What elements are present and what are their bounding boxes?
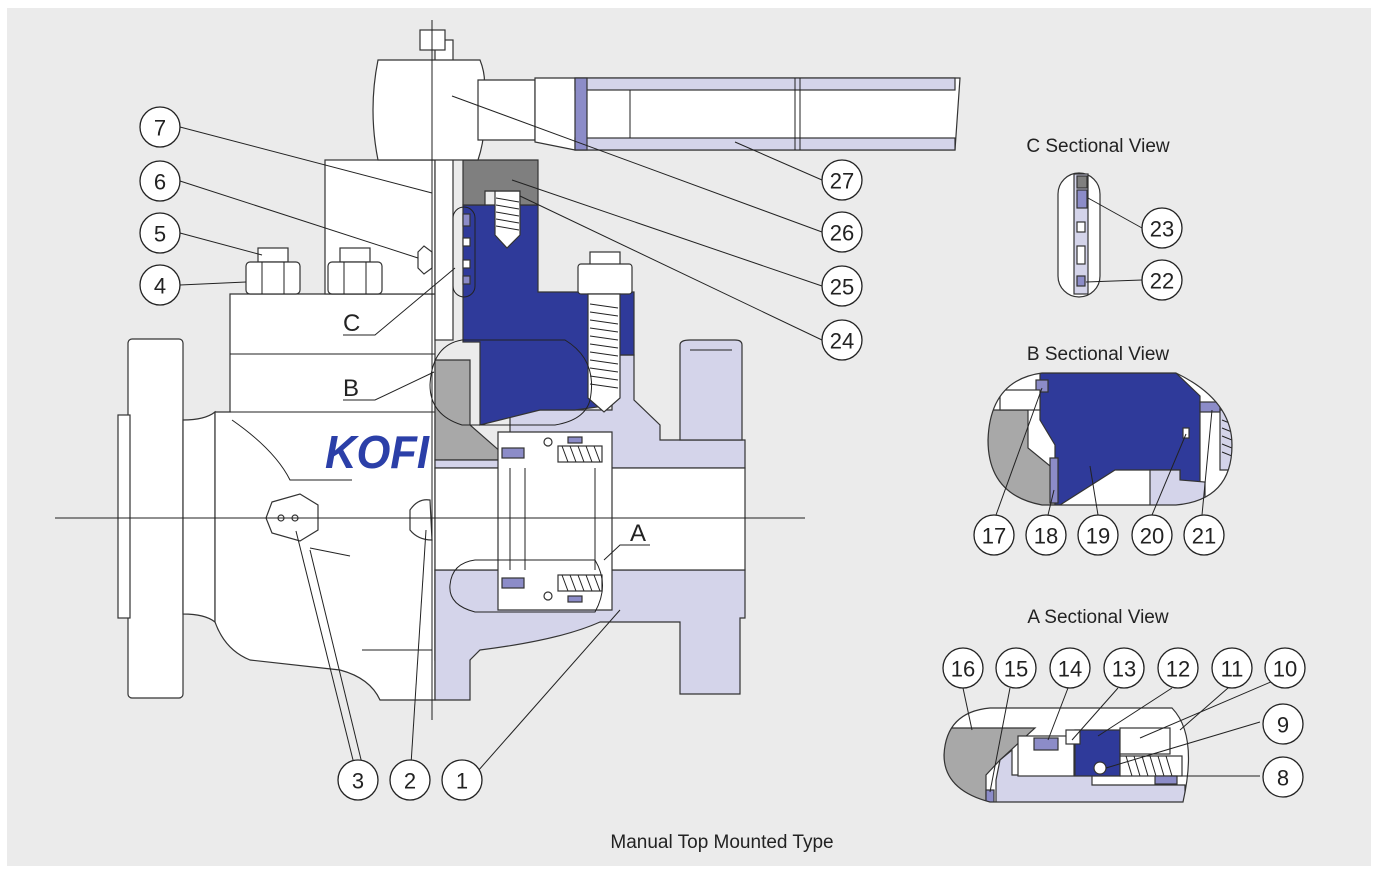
svg-text:18: 18	[1034, 524, 1058, 549]
callout-25: 25	[821, 265, 863, 307]
figure-caption: Manual Top Mounted Type	[610, 832, 833, 853]
callout-10: 10	[1264, 647, 1306, 689]
svg-text:7: 7	[154, 116, 166, 141]
svg-text:6: 6	[154, 170, 166, 195]
callout-27: 27	[821, 159, 863, 201]
callout-21: 21	[1183, 514, 1225, 556]
detail-label-c: C	[343, 310, 360, 337]
svg-text:19: 19	[1086, 524, 1110, 549]
detail-a-outline	[449, 559, 603, 613]
svg-text:5: 5	[154, 222, 166, 247]
callout-2: 2	[389, 759, 431, 801]
brand-logo: KOFI	[325, 426, 430, 478]
svg-text:16: 16	[951, 657, 975, 682]
wrench-neck	[477, 79, 536, 141]
b-sectional-view	[987, 372, 1233, 516]
wrench-head	[372, 59, 486, 161]
callout-14: 14	[1049, 647, 1091, 689]
callout-11: 11	[1211, 647, 1253, 689]
callout-5: 5	[139, 212, 181, 254]
svg-text:9: 9	[1277, 713, 1289, 738]
bonnet-bolt-mid	[327, 247, 383, 295]
b-sectional-title: B Sectional View	[1027, 344, 1170, 365]
svg-text:12: 12	[1166, 657, 1190, 682]
svg-text:15: 15	[1004, 657, 1028, 682]
callout-19: 19	[1077, 514, 1119, 556]
svg-text:21: 21	[1192, 524, 1216, 549]
detail-label-b: B	[343, 375, 359, 402]
flange-face	[117, 414, 131, 619]
svg-text:14: 14	[1058, 657, 1082, 682]
svg-text:23: 23	[1150, 217, 1174, 242]
svg-text:26: 26	[830, 221, 854, 246]
flange-neck	[182, 410, 216, 624]
c-sectional-title: C Sectional View	[1026, 136, 1170, 157]
callout-1: 1	[441, 759, 483, 801]
callout-22: 22	[1141, 259, 1183, 301]
callout-8: 8	[1262, 756, 1304, 798]
callout-9: 9	[1262, 703, 1304, 745]
a-sectional-view	[943, 677, 1281, 803]
ball	[497, 431, 613, 611]
grease-nipple	[417, 245, 433, 275]
svg-text:1: 1	[456, 769, 468, 794]
callout-4: 4	[139, 264, 181, 306]
svg-text:11: 11	[1221, 657, 1244, 682]
callout-13: 13	[1103, 647, 1145, 689]
svg-text:4: 4	[154, 274, 166, 299]
callout-16: 16	[942, 647, 984, 689]
svg-text:8: 8	[1277, 766, 1289, 791]
callout-7: 7	[139, 106, 181, 148]
handle-band-bottom	[574, 137, 956, 151]
gland-bolt-stud	[577, 251, 633, 413]
callout-26: 26	[821, 211, 863, 253]
valve-body-left	[214, 293, 436, 701]
stem-collar	[462, 159, 539, 206]
svg-text:13: 13	[1112, 657, 1136, 682]
svg-text:20: 20	[1140, 524, 1164, 549]
handle-band-top	[574, 77, 956, 91]
callout-6: 6	[139, 160, 181, 202]
stem-seal-upper	[462, 213, 471, 227]
detail-b-outline	[429, 339, 593, 426]
svg-text:27: 27	[830, 169, 854, 194]
body-section-grey	[434, 359, 512, 461]
callout-24: 24	[821, 319, 863, 361]
svg-text:25: 25	[830, 275, 854, 300]
detail-c-outline	[452, 206, 476, 298]
stem-seal-lower	[462, 275, 471, 285]
callout-15: 15	[995, 647, 1037, 689]
callout-20: 20	[1131, 514, 1173, 556]
svg-text:3: 3	[352, 769, 364, 794]
callout-17: 17	[973, 514, 1015, 556]
bonnet-bolt-left	[245, 247, 301, 295]
svg-text:24: 24	[830, 329, 854, 354]
callout-18: 18	[1025, 514, 1067, 556]
a-sectional-title: A Sectional View	[1027, 607, 1168, 628]
callout-3: 3	[337, 759, 379, 801]
end-connection-right	[679, 339, 743, 441]
callout-12: 12	[1157, 647, 1199, 689]
c-sectional-view	[1057, 172, 1143, 298]
callout-23: 23	[1141, 207, 1183, 249]
svg-text:17: 17	[982, 524, 1006, 549]
svg-text:22: 22	[1150, 269, 1174, 294]
detail-label-a: A	[630, 520, 646, 547]
svg-text:10: 10	[1273, 657, 1297, 682]
sealant-fitting	[409, 499, 433, 541]
svg-text:2: 2	[404, 769, 416, 794]
